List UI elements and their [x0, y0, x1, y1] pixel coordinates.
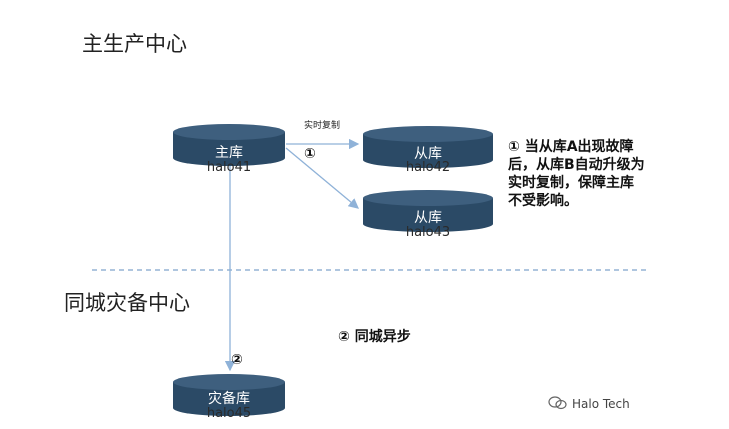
- marker-two: ②: [231, 352, 243, 368]
- watermark: Halo Tech: [548, 396, 630, 411]
- db-cylinder-halo43: [363, 190, 493, 232]
- db-label-halo43: 从库: [414, 210, 442, 226]
- async-note: ② 同城异步: [338, 329, 411, 345]
- main-center-title: 主生产中心: [82, 32, 187, 56]
- db-cylinder-halo41: [173, 124, 285, 166]
- db-label-halo41: 主库: [215, 145, 243, 161]
- failover-note: ① 当从库A出现故障 后，从库B自动升级为 实时复制，保障主库 不受影响。: [508, 138, 645, 210]
- db-label-halo42: 从库: [414, 146, 442, 162]
- failover-note-line: 实时复制，保障主库: [508, 175, 634, 191]
- db-label-halo45: 灾备库: [208, 391, 250, 407]
- arrow-to-halo43: [285, 147, 359, 209]
- dr-center-title: 同城灾备中心: [64, 291, 190, 315]
- replication-label: 实时复制: [304, 121, 341, 131]
- db-host-halo42: halo42: [405, 160, 451, 175]
- marker-one: ①: [304, 146, 316, 162]
- failover-note-line: 不受影响。: [508, 193, 578, 209]
- db-host-halo41: halo41: [206, 160, 252, 175]
- db-host-halo43: halo43: [405, 225, 451, 240]
- failover-note-line: 后，从库B自动升级为: [508, 157, 645, 173]
- failover-note-line: ① 当从库A出现故障: [508, 139, 634, 155]
- watermark-text: Halo Tech: [572, 397, 630, 411]
- db-cylinder-halo42: [363, 126, 493, 168]
- wechat-icon: [548, 396, 567, 410]
- db-host-halo45: halo45: [206, 406, 252, 421]
- db-cylinder-halo45: [173, 374, 285, 416]
